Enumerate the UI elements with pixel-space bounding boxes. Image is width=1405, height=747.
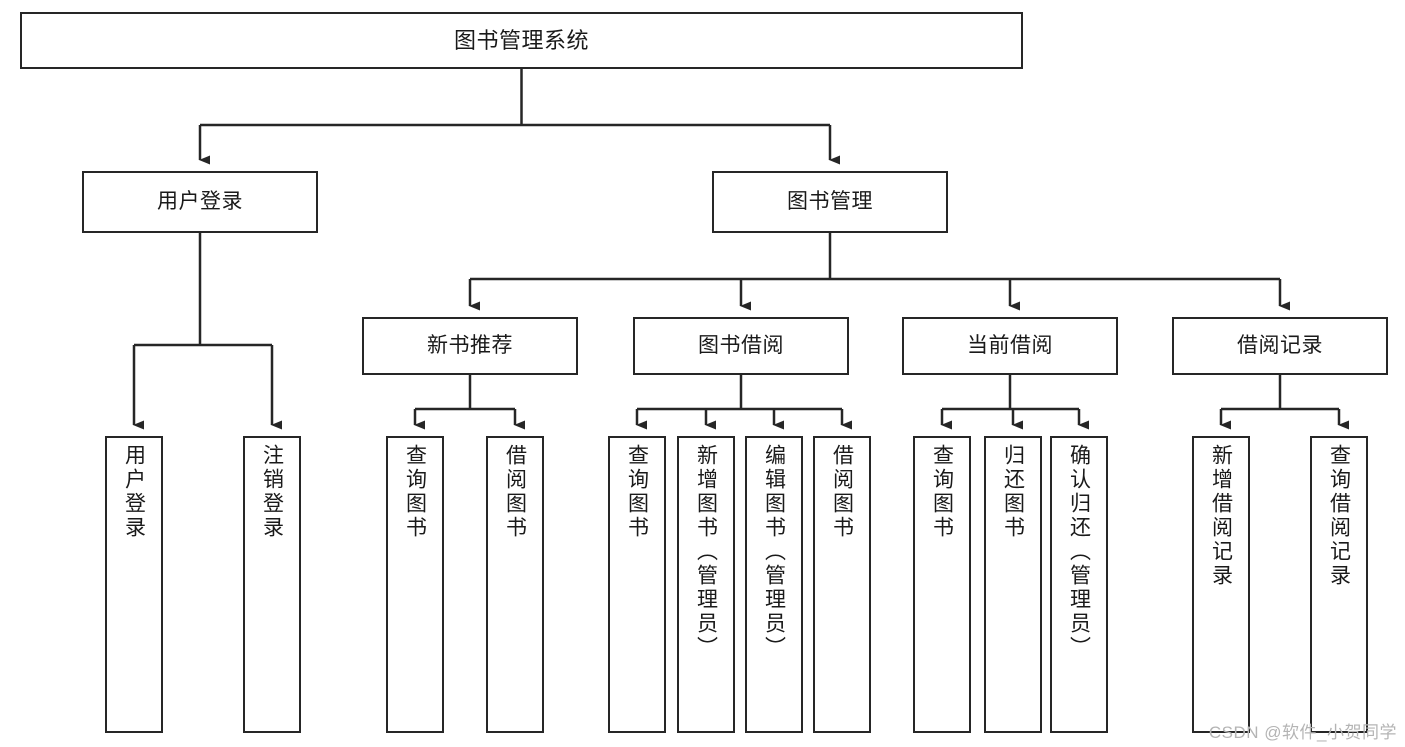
node-leaf-logout[interactable]: 注销登录 (243, 436, 301, 733)
node-current-borrow[interactable]: 当前借阅 (902, 317, 1118, 375)
node-book-manage[interactable]: 图书管理 (712, 171, 948, 233)
node-label: 注销登录 (260, 444, 284, 540)
node-borrow-record[interactable]: 借阅记录 (1172, 317, 1388, 375)
node-label: 新增图书（管理员） (694, 444, 718, 660)
node-label: 新增借阅记录 (1209, 444, 1233, 588)
node-label: 图书借阅 (698, 333, 784, 357)
node-label: 确认归还（管理员） (1067, 444, 1091, 660)
node-label: 借阅图书 (503, 444, 527, 540)
node-label: 图书管理 (787, 189, 873, 213)
node-leaf-confirm-return[interactable]: 确认归还（管理员） (1050, 436, 1108, 733)
watermark: CSDN @软件_小贺同学 (1208, 723, 1397, 742)
node-leaf-query-book-2[interactable]: 查询图书 (608, 436, 666, 733)
node-leaf-borrow-book-2[interactable]: 借阅图书 (813, 436, 871, 733)
node-label: 当前借阅 (967, 333, 1053, 357)
node-label: 查询图书 (403, 444, 427, 540)
node-label: 查询图书 (625, 444, 649, 540)
node-leaf-edit-book[interactable]: 编辑图书（管理员） (745, 436, 803, 733)
node-label: 借阅记录 (1237, 333, 1323, 357)
node-book-borrow[interactable]: 图书借阅 (633, 317, 849, 375)
node-label: 用户登录 (122, 444, 146, 540)
node-label: 新书推荐 (427, 333, 513, 357)
node-leaf-query-book-3[interactable]: 查询图书 (913, 436, 971, 733)
node-label: 编辑图书（管理员） (762, 444, 786, 660)
node-leaf-add-book[interactable]: 新增图书（管理员） (677, 436, 735, 733)
node-leaf-query-book-1[interactable]: 查询图书 (386, 436, 444, 733)
node-leaf-user-login[interactable]: 用户登录 (105, 436, 163, 733)
node-user-login[interactable]: 用户登录 (82, 171, 318, 233)
node-leaf-add-record[interactable]: 新增借阅记录 (1192, 436, 1250, 733)
node-leaf-borrow-book-1[interactable]: 借阅图书 (486, 436, 544, 733)
node-label: 借阅图书 (830, 444, 854, 540)
node-label: 用户登录 (157, 189, 243, 213)
node-leaf-query-record[interactable]: 查询借阅记录 (1310, 436, 1368, 733)
node-label: 查询图书 (930, 444, 954, 540)
node-root[interactable]: 图书管理系统 (20, 12, 1023, 69)
node-new-book-rec[interactable]: 新书推荐 (362, 317, 578, 375)
node-label: 图书管理系统 (453, 27, 589, 53)
node-leaf-return-book[interactable]: 归还图书 (984, 436, 1042, 733)
node-label: 归还图书 (1001, 444, 1025, 540)
node-label: 查询借阅记录 (1327, 444, 1351, 588)
